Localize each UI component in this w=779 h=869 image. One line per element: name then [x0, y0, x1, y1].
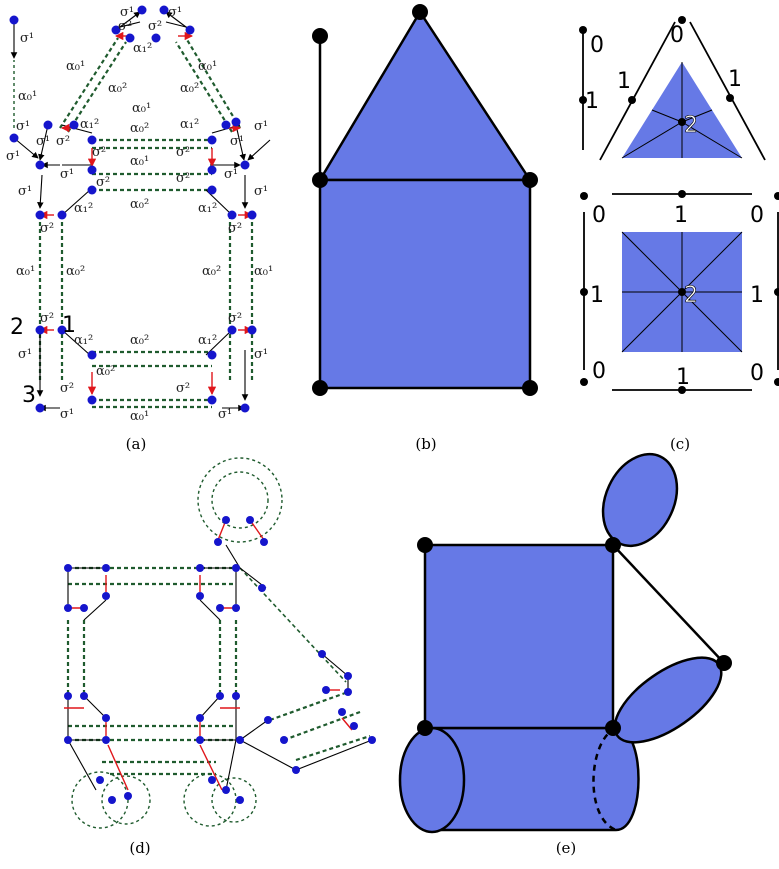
label-alpha0-1: α₀¹: [130, 409, 149, 424]
involution-labels: σ¹ α₀¹ σ¹ σ¹ σ² σ² α₁² α₀¹ α₀¹ α₀² α₀² α…: [6, 5, 273, 424]
label-alpha1-2: α₁²: [80, 117, 99, 132]
dim-label-0: 0: [590, 33, 604, 58]
label-alpha0-2: α₀²: [130, 333, 149, 348]
dim-label-1: 1: [617, 69, 631, 94]
caption-d: (d): [129, 839, 150, 857]
label-sigma2: σ²: [118, 19, 132, 34]
label-sigma2: σ²: [228, 221, 242, 236]
dart-label-1: 1: [62, 313, 76, 338]
label-alpha1-2: α₁²: [198, 333, 217, 348]
dim-label-2: 2: [684, 283, 698, 308]
label-alpha0-1: α₀¹: [18, 89, 37, 104]
label-sigma1: σ¹: [16, 119, 30, 134]
label-sigma1: σ¹: [254, 119, 268, 134]
label-alpha1-2: α₁²: [74, 333, 93, 348]
label-sigma1: σ¹: [18, 184, 32, 199]
label-sigma2: σ²: [92, 145, 106, 160]
label-alpha1-2: α₁²: [74, 201, 93, 216]
label-sigma2: σ²: [40, 221, 54, 236]
label-sigma1: σ¹: [60, 167, 74, 182]
label-sigma2: σ²: [56, 134, 70, 149]
label-sigma1: σ¹: [6, 149, 20, 164]
label-alpha1-2: α₁²: [180, 117, 199, 132]
label-sigma1: σ¹: [218, 407, 232, 422]
panel-b-cell-complex: (b): [312, 4, 538, 453]
label-sigma1: σ¹: [120, 5, 134, 20]
label-sigma1: σ¹: [254, 347, 268, 362]
caption-c: (c): [670, 435, 690, 453]
top-ellipse-face: [601, 452, 679, 548]
alpha0-links: [13, 37, 254, 409]
dart-label-3: 3: [22, 383, 36, 408]
label-alpha0-1: α₀¹: [198, 59, 217, 74]
caption-e: (e): [556, 839, 577, 857]
label-sigma2: σ²: [96, 175, 110, 190]
panel-c-barycentric-cells: 0 1 0 1 1 2 0 1 0 1 2 1 0 1 0: [579, 16, 779, 453]
sigma1-edges: [10, 11, 271, 412]
dim-label-1: 1: [674, 203, 688, 228]
dim-label-0: 0: [592, 203, 606, 228]
label-sigma1: σ¹: [20, 31, 34, 46]
label-sigma1: σ¹: [224, 167, 238, 182]
darts: [9, 5, 257, 413]
label-alpha0-1: α₀¹: [66, 59, 85, 74]
panel-a-generalized-map: σ¹ α₀¹ σ¹ σ¹ σ² σ² α₁² α₀¹ α₀¹ α₀² α₀² α…: [6, 5, 273, 453]
label-sigma2: σ²: [176, 171, 190, 186]
dim-label-0: 0: [670, 23, 684, 48]
label-sigma2: σ²: [60, 381, 74, 396]
label-sigma1: σ¹: [18, 347, 32, 362]
label-sigma2: σ²: [176, 145, 190, 160]
label-sigma1: σ¹: [60, 407, 74, 422]
dim-label-0: 0: [750, 361, 764, 386]
label-alpha0-2: α₀²: [96, 364, 115, 379]
label-sigma2: σ²: [40, 311, 54, 326]
dim-label-1: 1: [590, 283, 604, 308]
square-face: [423, 543, 615, 730]
dart-label-2: 2: [10, 315, 24, 340]
dim-label-1: 1: [676, 365, 690, 390]
label-sigma2: σ²: [148, 19, 162, 34]
panel-d-generalized-map: (d): [64, 457, 376, 857]
dim-label-0: 0: [750, 203, 764, 228]
label-alpha0-2: α₀²: [108, 81, 127, 96]
dim-label-2: 2: [684, 113, 698, 138]
label-sigma1: σ¹: [230, 134, 244, 149]
label-sigma2: σ²: [228, 311, 242, 326]
label-sigma2: σ²: [176, 381, 190, 396]
label-alpha0-1: α₀¹: [16, 264, 35, 279]
dim-label-0: 0: [592, 359, 606, 384]
caption-a: (a): [126, 435, 147, 453]
label-alpha1-2: α₁²: [198, 201, 217, 216]
label-alpha0-2: α₀²: [180, 81, 199, 96]
label-alpha0-1: α₀¹: [130, 154, 149, 169]
label-alpha0-2: α₀²: [130, 121, 149, 136]
caption-b: (b): [415, 435, 436, 453]
label-alpha0-2: α₀²: [130, 197, 149, 212]
label-alpha0-1: α₀¹: [254, 264, 273, 279]
dim-label-1: 1: [585, 89, 599, 114]
panel-e-cell-complex: (e): [398, 452, 732, 857]
dim-label-1: 1: [750, 283, 764, 308]
label-sigma1: σ¹: [168, 5, 182, 20]
label-alpha1-2: α₁²: [133, 41, 152, 56]
square-face: [318, 178, 532, 390]
dim-label-1: 1: [728, 67, 742, 92]
label-sigma1: σ¹: [36, 134, 50, 149]
label-sigma1: σ¹: [254, 184, 268, 199]
cylinder-cap: [398, 726, 466, 834]
triangle-face: [317, 9, 533, 182]
label-alpha0-2: α₀²: [66, 264, 85, 279]
label-alpha0-1: α₀¹: [132, 101, 151, 116]
label-alpha0-2: α₀²: [202, 264, 221, 279]
